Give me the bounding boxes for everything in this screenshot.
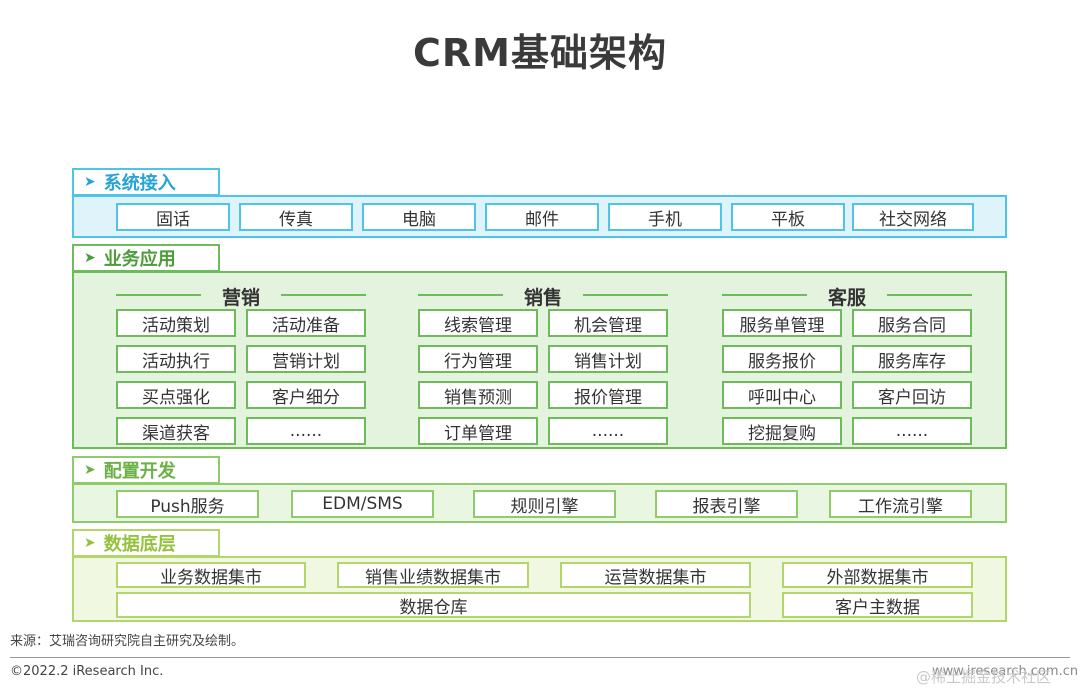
chevron-right-icon: ➤ (84, 250, 96, 266)
sales-item: 机会管理 (548, 309, 668, 337)
section-tag-data: ➤ 数据底层 (72, 529, 220, 557)
chevron-right-icon: ➤ (84, 535, 96, 551)
config-item: Push服务 (116, 490, 259, 518)
section-label: 配置开发 (103, 461, 176, 482)
copyright: ©2022.2 iResearch Inc. (10, 664, 164, 679)
column-rule (281, 294, 366, 296)
section-tag-access: ➤ 系统接入 (72, 168, 220, 196)
section-panel-business: 营销 活动策划 活动准备 活动执行 营销计划 买点强化 客户细分 渠道获客 ..… (72, 271, 1007, 449)
service-item: 服务库存 (852, 345, 972, 373)
config-item: 报表引擎 (655, 490, 798, 518)
service-item: 呼叫中心 (722, 381, 842, 409)
access-item: 邮件 (485, 203, 599, 231)
service-item: ...... (852, 417, 972, 445)
sales-item: 订单管理 (418, 417, 538, 445)
section-label: 业务应用 (103, 249, 176, 270)
data-warehouse: 数据仓库 (116, 592, 751, 618)
sales-item: 行为管理 (418, 345, 538, 373)
config-item: EDM/SMS (291, 490, 434, 518)
access-item: 平板 (731, 203, 845, 231)
access-item: 社交网络 (852, 203, 974, 231)
section-panel-data: 业务数据集市 销售业绩数据集市 运营数据集市 外部数据集市 数据仓库 客户主数据 (72, 556, 1007, 622)
config-item: 工作流引擎 (829, 490, 972, 518)
column-rule (116, 294, 201, 296)
marketing-item: ...... (246, 417, 366, 445)
section-label: 数据底层 (103, 534, 176, 555)
column-rule (418, 294, 503, 296)
marketing-item: 渠道获客 (116, 417, 236, 445)
service-item: 服务合同 (852, 309, 972, 337)
footer-divider (10, 657, 1070, 658)
chevron-right-icon: ➤ (84, 174, 96, 190)
marketing-item: 买点强化 (116, 381, 236, 409)
page-title: CRM基础架构 (413, 31, 667, 75)
data-item: 客户主数据 (782, 592, 973, 618)
service-item: 客户回访 (852, 381, 972, 409)
data-item: 运营数据集市 (560, 562, 751, 588)
section-tag-config: ➤ 配置开发 (72, 456, 220, 484)
data-item: 外部数据集市 (782, 562, 973, 588)
service-item: 服务单管理 (722, 309, 842, 337)
sales-item: 销售计划 (548, 345, 668, 373)
column-heading-service: 客服 (827, 287, 866, 309)
section-panel-config: Push服务 EDM/SMS 规则引擎 报表引擎 工作流引擎 (72, 483, 1007, 523)
service-item: 服务报价 (722, 345, 842, 373)
source-note: 来源：艾瑞咨询研究院自主研究及绘制。 (10, 634, 245, 649)
marketing-item: 活动准备 (246, 309, 366, 337)
access-item: 传真 (239, 203, 353, 231)
marketing-item: 营销计划 (246, 345, 366, 373)
config-item: 规则引擎 (473, 490, 616, 518)
sales-item: 线索管理 (418, 309, 538, 337)
marketing-item: 客户细分 (246, 381, 366, 409)
column-rule (722, 294, 807, 296)
column-rule (887, 294, 972, 296)
watermark: @稀土掘金技术社区 (916, 668, 1052, 686)
access-item: 手机 (608, 203, 722, 231)
chevron-right-icon: ➤ (84, 462, 96, 478)
column-heading-sales: 销售 (523, 287, 562, 309)
sales-item: ...... (548, 417, 668, 445)
access-item: 固话 (116, 203, 230, 231)
column-rule (583, 294, 668, 296)
marketing-item: 活动执行 (116, 345, 236, 373)
website-url: www.iresearch.com.cn (932, 664, 1079, 679)
sales-item: 报价管理 (548, 381, 668, 409)
sales-item: 销售预测 (418, 381, 538, 409)
section-label: 系统接入 (103, 173, 176, 194)
marketing-item: 活动策划 (116, 309, 236, 337)
data-item: 销售业绩数据集市 (337, 562, 529, 588)
section-tag-business: ➤ 业务应用 (72, 244, 220, 272)
section-panel-access: 固话 传真 电脑 邮件 手机 平板 社交网络 (72, 195, 1007, 238)
data-item: 业务数据集市 (116, 562, 306, 588)
access-item: 电脑 (362, 203, 476, 231)
service-item: 挖掘复购 (722, 417, 842, 445)
column-heading-marketing: 营销 (221, 287, 260, 309)
